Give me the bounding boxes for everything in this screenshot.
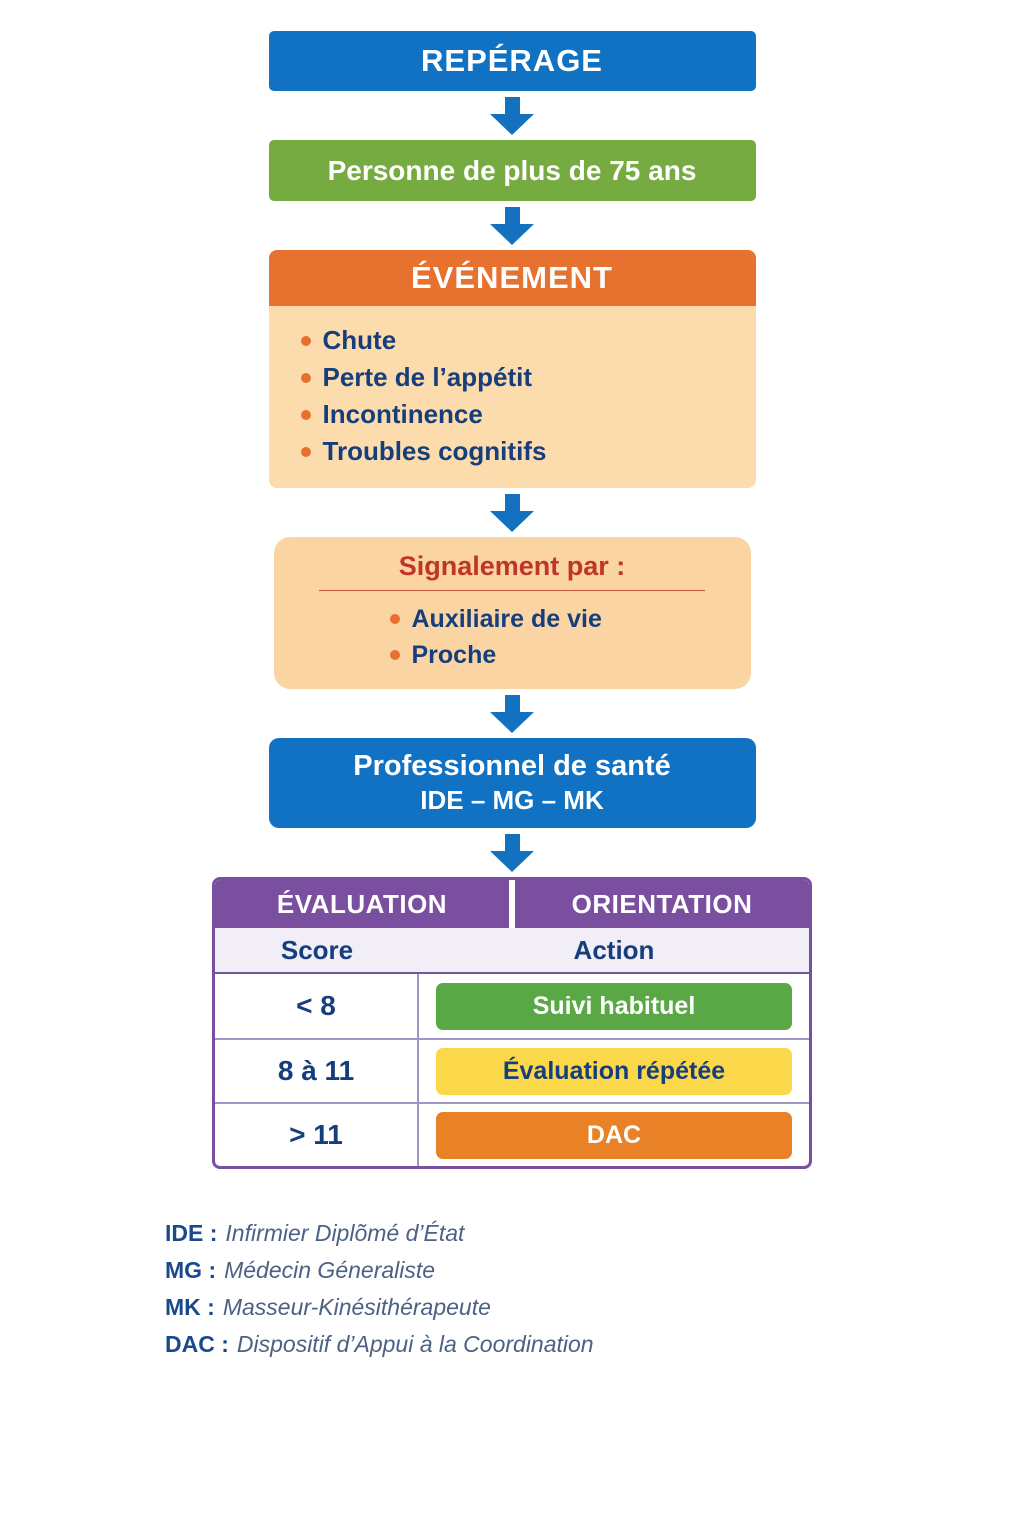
list-item-label: Perte de l’appétit (322, 362, 533, 392)
column-header-orientation: ORIENTATION (512, 880, 809, 928)
list-item-label: Auxiliaire de vie (411, 604, 602, 633)
table-row: > 11 DAC (215, 1102, 809, 1166)
list-item-label: Troubles cognitifs (322, 436, 547, 466)
list-item: Perte de l’appétit (300, 359, 736, 396)
bullet-icon (300, 335, 311, 346)
down-arrow-icon (490, 695, 534, 733)
evenement-box: ÉVÉNEMENT Chute Perte de l’appétit Incon… (268, 250, 756, 488)
table-row: < 8 Suivi habituel (215, 974, 809, 1038)
professionnel-box: Professionnel de santé IDE – MG – MK (268, 738, 756, 828)
arrow-stem (504, 695, 520, 712)
bullet-icon (300, 372, 311, 383)
arrow-stem (504, 97, 520, 114)
bullet-icon (389, 650, 400, 660)
arrow-head (490, 224, 534, 245)
arrow-stem (504, 494, 520, 511)
list-item: Chute (300, 322, 736, 359)
evaluation-orientation-table: ÉVALUATION ORIENTATION Score Action < 8 … (212, 877, 812, 1169)
evenement-title: ÉVÉNEMENT (268, 250, 756, 306)
score-value: 8 à 11 (215, 1040, 419, 1102)
score-value: < 8 (215, 974, 419, 1038)
separator-line (318, 590, 706, 591)
list-item-label: Proche (411, 640, 497, 669)
arrow-head (490, 712, 534, 733)
down-arrow-icon (490, 834, 534, 872)
personne-box: Personne de plus de 75 ans (268, 140, 756, 201)
personne-label: Personne de plus de 75 ans (327, 154, 697, 186)
arrow-stem (504, 207, 520, 224)
down-arrow-icon (490, 97, 534, 135)
action-badge: DAC (436, 1111, 792, 1159)
legend-item: MK : Masseur-Kinésithérapeute (165, 1289, 1024, 1326)
signalement-title: Signalement par : (398, 551, 626, 581)
list-item-label: Incontinence (322, 399, 483, 429)
column-header-evaluation: ÉVALUATION (215, 880, 512, 928)
arrow-stem (504, 834, 520, 851)
legend-abbr: DAC : (165, 1331, 229, 1357)
legend-abbr: MK : (165, 1294, 215, 1320)
flowchart: REPÉRAGE Personne de plus de 75 ans ÉVÉN… (165, 31, 1024, 1363)
bullet-icon (389, 614, 400, 624)
table-subheader-row: Score Action (215, 928, 809, 974)
reperage-box: REPÉRAGE (268, 31, 756, 91)
abbreviation-legend: IDE : Infirmier Diplõmé d’État MG : Méde… (165, 1215, 1024, 1363)
evenement-list: Chute Perte de l’appétit Incontinence Tr… (268, 306, 756, 488)
table-row: 8 à 11 Évaluation répétée (215, 1038, 809, 1102)
score-value: > 11 (215, 1104, 419, 1166)
legend-desc: Infirmier Diplõmé d’État (225, 1220, 465, 1246)
action-cell: Suivi habituel (419, 974, 809, 1038)
action-cell: DAC (419, 1104, 809, 1166)
action-cell: Évaluation répétée (419, 1040, 809, 1102)
list-item: Troubles cognitifs (300, 433, 736, 470)
subheader-score: Score (280, 934, 354, 965)
signalement-box: Signalement par : Auxiliaire de vie Proc… (273, 537, 751, 689)
arrow-head (490, 851, 534, 872)
legend-desc: Dispositif d’Appui à la Coordination (236, 1331, 594, 1357)
legend-desc: Masseur-Kinésithérapeute (222, 1294, 491, 1320)
bullet-icon (300, 446, 311, 457)
arrow-head (490, 511, 534, 532)
legend-item: IDE : Infirmier Diplõmé d’État (165, 1215, 1024, 1252)
legend-abbr: MG : (165, 1257, 217, 1283)
professionnel-roles: IDE – MG – MK (420, 785, 604, 815)
reperage-label: REPÉRAGE (421, 43, 603, 78)
list-item: Proche (389, 637, 751, 673)
list-item: Auxiliaire de vie (389, 601, 751, 637)
legend-item: MG : Médecin Géneraliste (165, 1252, 1024, 1289)
signalement-list: Auxiliaire de vie Proche (274, 601, 751, 673)
bullet-icon (300, 409, 311, 420)
action-badge: Évaluation répétée (436, 1047, 792, 1095)
list-item: Incontinence (300, 396, 736, 433)
legend-abbr: IDE : (165, 1220, 218, 1246)
action-badge: Suivi habituel (436, 982, 792, 1030)
legend-desc: Médecin Géneraliste (224, 1257, 436, 1283)
legend-item: DAC : Dispositif d’Appui à la Coordinati… (165, 1326, 1024, 1363)
arrow-head (490, 114, 534, 135)
down-arrow-icon (490, 207, 534, 245)
list-item-label: Chute (322, 325, 397, 355)
table-header-row: ÉVALUATION ORIENTATION (215, 880, 809, 928)
down-arrow-icon (490, 494, 534, 532)
professionnel-label: Professionnel de santé (353, 750, 671, 782)
subheader-action: Action (573, 934, 655, 965)
